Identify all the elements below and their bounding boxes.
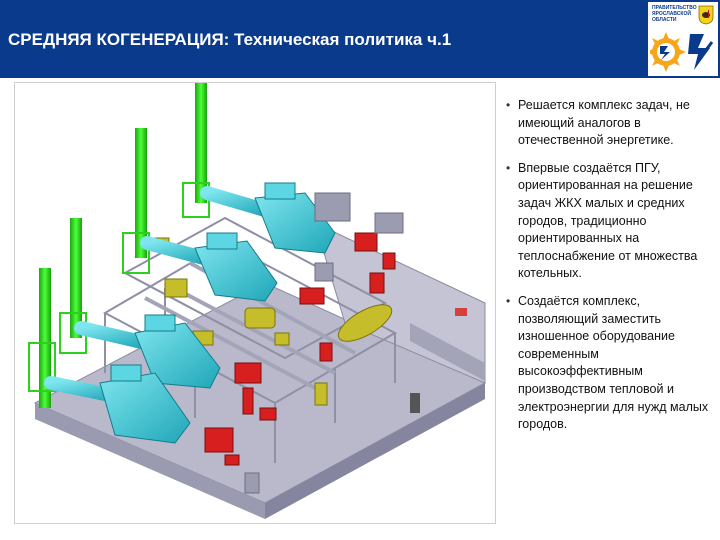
plant-illustration: [14, 82, 496, 524]
cogeneration-plant-3d-illustration: [28, 83, 487, 519]
bullet-list: Решается комплекс задач, не имеющий анал…: [506, 97, 712, 444]
bullet-item: Решается комплекс задач, не имеющий анал…: [506, 97, 712, 150]
gov-text: ПРАВИТЕЛЬСТВО ЯРОСЛАВСКОЙ ОБЛАСТИ: [652, 5, 697, 23]
energy-company-logo-icon: [650, 32, 714, 72]
logo-panel: ПРАВИТЕЛЬСТВО ЯРОСЛАВСКОЙ ОБЛАСТИ: [648, 2, 718, 76]
coat-of-arms-bear-icon: [698, 5, 714, 25]
page-title: СРЕДНЯЯ КОГЕНЕРАЦИЯ: Техническая политик…: [8, 30, 452, 49]
header-bar: СРЕДНЯЯ КОГЕНЕРАЦИЯ: Техническая политик…: [0, 0, 720, 78]
bullet-item: Впервые создаётся ПГУ, ориентированная н…: [506, 160, 712, 283]
bullet-item: Создаётся комплекс, позволяющий заместит…: [506, 293, 712, 434]
